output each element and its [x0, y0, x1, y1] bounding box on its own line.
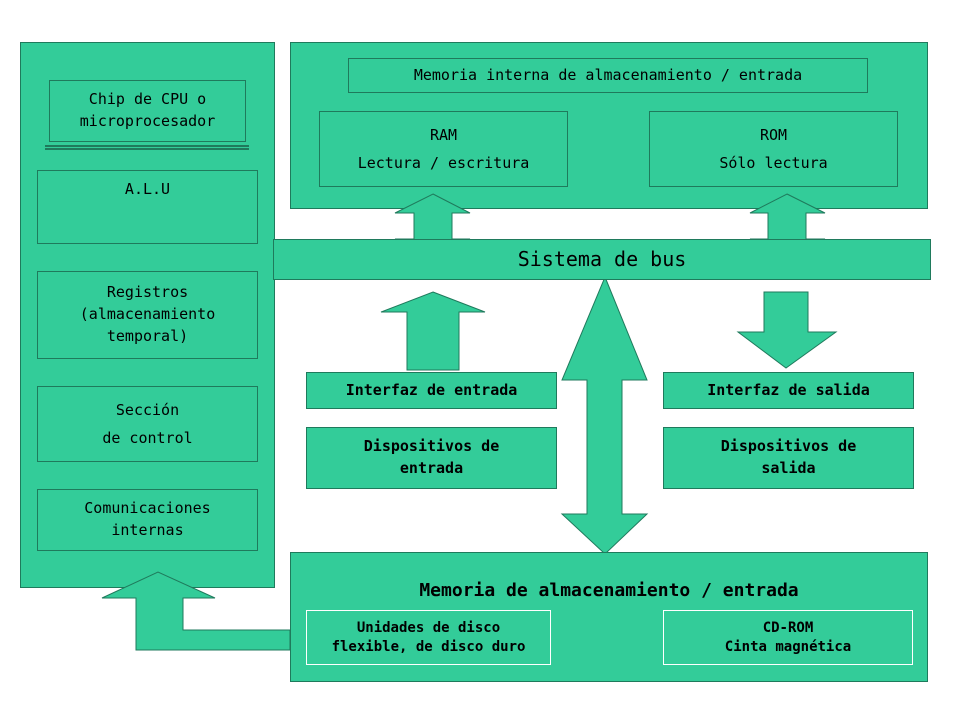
- cpu-title: Chip de CPU o microprocesador: [49, 80, 246, 142]
- bus-storage-double-arrow: [560, 275, 649, 555]
- registros-box: Registros (almacenamiento temporal): [37, 271, 258, 359]
- cpu-title-underline: [45, 145, 249, 150]
- dispositivos-salida: Dispositivos de salida: [663, 427, 914, 489]
- control-box: Sección de control: [37, 386, 258, 462]
- storage-to-cpu-arrow: [101, 571, 291, 651]
- dispositivos-entrada: Dispositivos de entrada: [306, 427, 557, 489]
- input-up-arrow: [380, 291, 486, 371]
- memoria-almacenamiento-title: Memoria de almacenamiento / entrada: [419, 580, 799, 601]
- rom-box: ROM Sólo lectura: [649, 111, 898, 187]
- output-down-arrow: [736, 291, 838, 369]
- comunicaciones-box: Comunicaciones internas: [37, 489, 258, 551]
- interfaz-salida: Interfaz de salida: [663, 372, 914, 409]
- memoria-interna-title: Memoria interna de almacenamiento / entr…: [348, 58, 868, 93]
- cdrom-box: CD-ROM Cinta magnética: [663, 610, 913, 665]
- discos-box: Unidades de disco flexible, de disco dur…: [306, 610, 551, 665]
- sistema-de-bus: Sistema de bus: [273, 239, 931, 280]
- ram-box: RAM Lectura / escritura: [319, 111, 568, 187]
- alu-label: A.L.U: [124, 180, 171, 198]
- bus-label: Sistema de bus: [517, 247, 687, 271]
- interfaz-entrada: Interfaz de entrada: [306, 372, 557, 409]
- alu-box: A.L.U: [37, 170, 258, 244]
